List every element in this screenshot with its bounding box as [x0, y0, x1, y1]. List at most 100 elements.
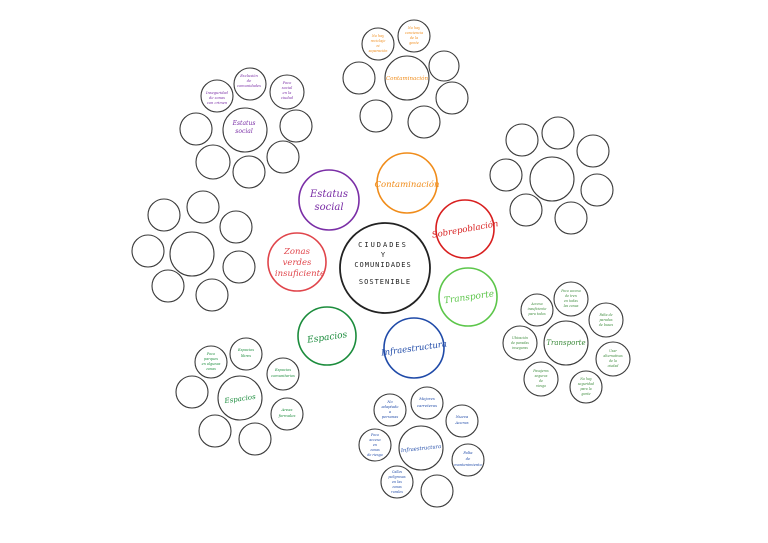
cluster-espacios-s4-l2: formales	[278, 413, 296, 418]
cluster-infraestructura-s2-l1: Mejores	[418, 396, 435, 401]
cluster-infraestructura-s1-l1: No	[386, 400, 393, 404]
cluster-contaminacion-s1-l4: separación	[369, 49, 388, 53]
cluster-espacios-s1-l4: zonas	[205, 367, 216, 371]
cluster-espacios-s2-l1: Espacios	[237, 348, 254, 352]
cluster-contaminacion-s1-l3: ni	[376, 44, 379, 48]
center-line-2: Y	[381, 251, 386, 259]
cluster-transporte-s6-l1: Pasajeros	[532, 369, 549, 373]
cluster-transporte-s4-l1: Ubicación	[512, 336, 528, 340]
cluster-transporte-s2-l3: en todas	[564, 299, 578, 303]
topic-estatus-l1: Estatus	[309, 189, 348, 200]
cluster-transporte-s5-l3: de la	[609, 359, 617, 363]
cluster-infraestructura-s6-l3: en las	[392, 480, 402, 484]
cluster-infraestructura-s6-l5: rurales	[391, 490, 403, 494]
cluster-contaminacion-s2-l2: conciencia	[405, 31, 423, 35]
cluster-transporte: Transporte Acceso insuficiente para todo…	[502, 281, 631, 404]
topic-sobrepoblacion: Sobrepoblación	[431, 199, 499, 259]
cluster-contaminacion: Contaminación No hay reciclaje ni separa…	[342, 19, 469, 139]
cluster-contaminacion-s2-l3: de la	[410, 36, 418, 40]
cluster-transporte-s4-l3: inseguras	[512, 346, 528, 350]
cluster-infraestructura-s3-l1: Nueva	[455, 414, 469, 419]
cluster-infraestructura-s6-l2: peligrosas	[388, 475, 405, 479]
cluster-espacios-s1-l3: en algunas	[202, 362, 221, 366]
cluster-transporte-s1-l3: para todos	[528, 312, 546, 316]
cluster-estatus-s3-l1: Poco	[282, 81, 292, 85]
cluster-transporte-s2-l2: de tren	[565, 294, 577, 298]
cluster-infraestructura-s5-l2: acceso	[369, 438, 380, 442]
topic-zonas-l1: Zonas	[283, 247, 311, 257]
cluster-transporte-s2-l4: las zonas	[564, 304, 579, 308]
cluster-espacios-s4-l1: Areas	[280, 407, 292, 412]
topic-infraestructura-l1: Infraestructura	[380, 339, 448, 358]
cluster-transporte-s3-l1: Falta de	[598, 313, 612, 317]
cluster-transporte-s6-l3: de	[539, 379, 543, 383]
cluster-contaminacion-s2-l1: No hay	[407, 26, 420, 30]
cluster-transporte-s1-l1: Acceso	[530, 302, 542, 306]
cluster-infraestructura-hub: Infraestructura	[400, 444, 442, 454]
cluster-infraestructura-s3-l2: Aceras	[454, 420, 468, 425]
cluster-espacios-s2-l2: libres	[241, 354, 251, 358]
cluster-transporte-s7-l1: No hay	[579, 377, 592, 381]
cluster-left-empty	[131, 190, 256, 312]
cluster-estatus-hub-l2: social	[235, 128, 253, 135]
cluster-contaminacion-s2-l4: gente	[409, 41, 419, 45]
center-node: CIUDADES Y COMUNIDADES SOSTENIBLE	[339, 222, 431, 314]
topic-contaminacion: Contaminación	[375, 152, 440, 214]
cluster-estatus-s1-l2: de zonas	[209, 96, 225, 100]
cluster-transporte-hub: Transporte	[546, 339, 585, 347]
cluster-transporte-s4-l2: de paradas	[511, 341, 529, 345]
topic-transporte-l1: Transporte	[443, 289, 494, 306]
cluster-estatus-s3-l2: social	[282, 86, 292, 90]
cluster-espacios: Espacios Poco parques en algunas zonas E…	[175, 337, 304, 456]
cluster-espacios-s1-l2: parques	[204, 357, 218, 361]
cluster-infraestructura-s1-l4: personas	[382, 415, 399, 419]
center-line-1: CIUDADES	[358, 241, 408, 249]
topic-espacios-l1: Espacios	[306, 330, 349, 346]
cluster-estatus-hub	[222, 107, 268, 153]
topic-estatus-l2: social	[314, 202, 343, 213]
center-line-4: SOSTENIBLE	[359, 278, 411, 286]
cluster-infraestructura-s4-l2: de	[466, 457, 470, 461]
cluster-transporte-s7-l4: gente	[581, 392, 590, 396]
cluster-infraestructura-s6-l1: Calles	[392, 470, 403, 474]
cluster-estatus-s1-l1: Inseguridad	[205, 91, 229, 95]
cluster-infraestructura-s5-l5: de riesgo	[367, 453, 382, 457]
topic-zonas-l2: verdes	[283, 258, 312, 268]
cluster-estatus-s2-l1: Exclusión	[239, 74, 258, 78]
cluster-infraestructura-s4-l3: mantenimiento	[454, 463, 482, 467]
cluster-infraestructura-s1-l2: adaptado	[382, 405, 400, 409]
cluster-contaminacion-s1-l2: reciclaje	[371, 39, 386, 43]
cluster-transporte-s2-l1: Poco acceso	[560, 289, 581, 293]
cluster-estatus-s2-l2: de	[247, 79, 251, 83]
topic-sobrepoblacion-l1: Sobrepoblación	[431, 218, 499, 241]
cluster-transporte-s1-l2: insuficiente	[528, 307, 547, 311]
center-line-3: COMUNIDADES	[354, 261, 411, 269]
topic-infraestructura: Infraestructura	[380, 317, 448, 379]
cluster-estatus: Estatus social Inseguridad de zonas con …	[179, 67, 313, 189]
topic-zonas-l3: insuficiente	[275, 269, 325, 279]
cluster-estatus-s3-l4: ciudad	[281, 96, 294, 100]
topic-estatus: Estatus social	[298, 169, 360, 231]
topic-zonas-verdes: Zonas verdes insuficiente	[267, 232, 327, 292]
cluster-transporte-s5-l1: Usar	[609, 349, 617, 353]
cluster-espacios-s1-l1: Poco	[206, 352, 215, 356]
topic-contaminacion-l1: Contaminación	[375, 179, 440, 190]
cluster-espacios-s3-l2: comunitarios	[271, 374, 295, 378]
cluster-estatus-s1-l3: con crimen	[207, 101, 228, 105]
cluster-estatus-s2-l3: comunidades	[237, 84, 261, 88]
topic-transporte: Transporte	[438, 267, 498, 327]
cluster-infraestructura-s5-l1: Poco	[370, 433, 379, 437]
cluster-infraestructura-s1-l3: a	[389, 410, 391, 414]
cluster-transporte-s3-l3: de buses	[599, 323, 614, 327]
cluster-transporte-s5-l2: alternativas	[603, 354, 623, 358]
cluster-infraestructura-s5-l3: en	[373, 443, 377, 447]
cluster-estatus-hub-l1: Estatus	[232, 120, 256, 127]
cluster-contaminacion-hub: Contaminación	[386, 75, 428, 82]
cluster-infraestructura: Infraestructura No adaptado a personas M…	[358, 386, 485, 508]
cluster-transporte-s7-l2: seguridad	[578, 382, 594, 386]
cluster-transporte-s6-l2: seguros	[535, 374, 548, 378]
cluster-transporte-s5-l4: ciudad	[608, 364, 619, 368]
cluster-infraestructura-s6-l4: zonas	[391, 485, 402, 489]
